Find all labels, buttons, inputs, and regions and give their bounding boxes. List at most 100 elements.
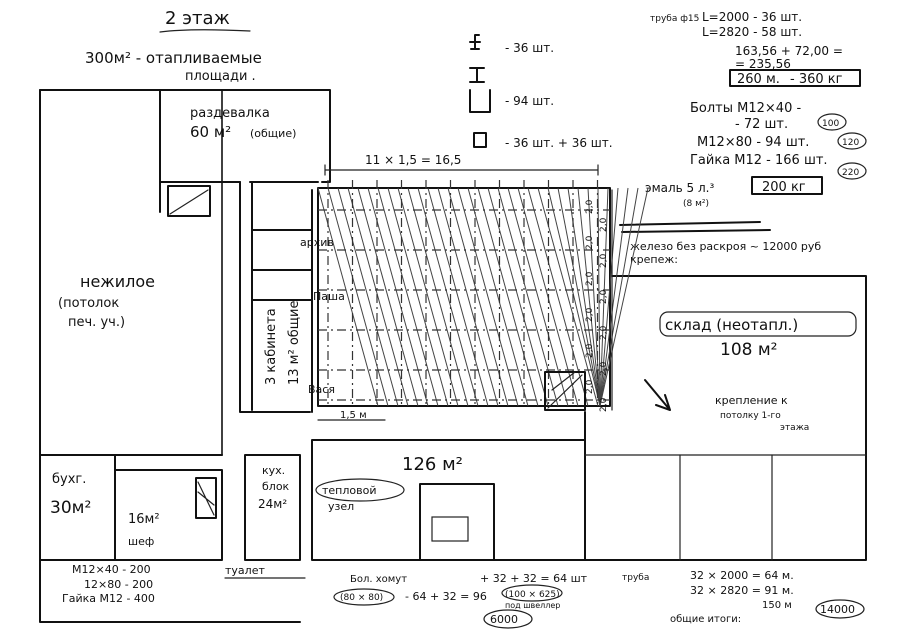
kitchen-label-2: блок [262, 480, 290, 493]
hatch-line [597, 187, 601, 407]
clamp-size-circle [333, 588, 395, 606]
tube-line-2: L=2820 - 58 шт. [702, 25, 802, 39]
grand-total-circle [815, 599, 865, 619]
top-wall [39, 89, 331, 183]
pasha-label: Паша [313, 290, 345, 303]
hatch-line [387, 187, 449, 407]
bolt-circle-1-value: 100 [822, 119, 839, 129]
top-dim-text: 11 × 1,5 = 16,5 [365, 153, 461, 167]
clamp-label: Бол. хомут [350, 574, 407, 585]
clamp-calc-2: - 64 + 32 = 96 [405, 590, 487, 603]
hatch-line [467, 187, 529, 407]
hatch-line [457, 187, 519, 407]
warehouse-area: 108 м² [720, 340, 778, 360]
tube-sum-2: = 235,56 [735, 57, 791, 71]
warehouse-columns [679, 454, 773, 561]
iron-note: железо без раскроя ~ 12000 руб крепеж: [630, 240, 821, 266]
big-room-area: 126 м² [402, 454, 463, 475]
paint-sub: (8 м²) [683, 199, 709, 209]
bottom-right-notes: труба 32 × 2000 = 64 м. 32 × 2820 = 91 м… [622, 569, 865, 625]
i-profile-icon [469, 67, 485, 83]
tube-total-length: 260 м. [737, 72, 780, 87]
right-dim-value: 2,0 [599, 253, 609, 268]
column-grid [318, 180, 610, 408]
bottom-tube-label: труба [622, 573, 649, 583]
right-dim-value: 2,0 [599, 217, 609, 232]
mount-note-1: крепление к [715, 394, 788, 407]
channel-note: под швеллер [505, 601, 560, 610]
hatch-line [477, 187, 539, 407]
top-dim-line [324, 164, 599, 176]
iron-line-2: крепеж: [630, 253, 678, 266]
warehouse-label-box [659, 311, 857, 337]
warehouse-outline [584, 275, 867, 561]
iron-line-1: железо без раскроя ~ 12000 руб [630, 240, 821, 253]
heat-node-box [419, 483, 495, 561]
grand-total-label: общие итоги: [670, 614, 741, 625]
dressing-label: раздевалка [190, 106, 270, 121]
channel-profile-icon [469, 89, 491, 113]
cabinets-label: 3 кабинета [264, 308, 279, 385]
tube-total-weight: - 360 кг [790, 72, 843, 87]
hatch-line [357, 187, 419, 407]
hatch-line [407, 187, 469, 407]
channel-size-circle [501, 584, 563, 602]
bottom-tube-2: 32 × 2820 = 91 м. [690, 584, 794, 597]
bottom-tube-1: 32 × 2000 = 64 м. [690, 569, 794, 582]
dimensions: 11 × 1,5 = 16,5 1,5 м 2,0 2,0 2,0 2,0 2,0 2,0… [317, 153, 613, 421]
profile-icons: - 36 шт. - 94 шт. - 36 шт. + 36 шт. [469, 34, 613, 150]
bottom-left-1: М12×40 - 200 [72, 563, 151, 576]
warehouse-label: склад (неотапл.) [665, 316, 798, 334]
tube-sum-1: 163,56 + 72,00 = [735, 44, 843, 58]
hatch-line [397, 187, 459, 407]
toilet-label: туалет [225, 564, 265, 577]
bolt-line-2: М12×80 - 94 шт. [697, 135, 809, 150]
nonres-note-1: (потолок [58, 296, 119, 311]
chef-room [114, 469, 223, 561]
bolt-line-1b: - 72 шт. [735, 117, 788, 132]
floor-title: 2 этаж [165, 8, 230, 29]
paint-calculation: эмаль 5 л.³ (8 м²) 200 кг [619, 176, 823, 233]
paint-box [751, 176, 823, 195]
tube-total-box [729, 69, 861, 87]
grand-total: 14000 [820, 603, 855, 616]
bolt-line-3: Гайка М12 - 166 шт. [690, 153, 828, 168]
hatch-line [377, 187, 439, 407]
profile-1-count: - 36 шт. [505, 41, 554, 55]
hatch-line [437, 187, 499, 407]
right-dim-value: 2,0 [585, 343, 595, 358]
room-labels: раздевалка 60 м² (общие) нежилое (потоло… [50, 106, 857, 579]
right-dim-value: 2,0 [585, 235, 595, 250]
dressing-area: 60 м² [190, 123, 231, 141]
hatch-line [417, 187, 479, 407]
mid-total-circle [483, 609, 533, 629]
tube-label: труба ф15 [650, 14, 699, 24]
kitchen-room [244, 454, 301, 561]
clamp-calc-1: + 32 + 32 = 64 шт [480, 572, 588, 585]
kitchen-label: кух. [262, 464, 285, 477]
bottom-dim-text: 1,5 м [340, 410, 367, 421]
right-dim-value: 2,0 [585, 379, 595, 394]
profile-3-count: - 36 шт. + 36 шт. [505, 136, 613, 150]
mount-note-2: потолку 1-го [720, 411, 781, 421]
heat-node-inner [431, 516, 469, 542]
hall-outline [317, 187, 611, 407]
dressing-note: (общие) [250, 127, 296, 140]
right-dim-value: 2,0 [585, 307, 595, 322]
hatch-line [507, 187, 569, 407]
warehouse-stair [544, 371, 586, 411]
nonres-label: нежилое [80, 272, 155, 291]
bottom-tube-total: 150 м [762, 600, 792, 611]
bottom-mid-notes: Бол. хомут (80 × 80) + 32 + 32 = 64 шт -… [333, 572, 588, 629]
buh-room [39, 454, 116, 561]
warehouse-detail [544, 371, 671, 411]
channel-size: (100 × 625) [505, 590, 560, 600]
offices-left-wall [239, 181, 311, 413]
bolt-circle-3 [837, 162, 867, 180]
hatch-line [347, 187, 409, 407]
paint-label: эмаль 5 л.³ [645, 181, 714, 195]
chef-label: шеф [128, 535, 154, 548]
heated-area-label: 300м² - отапливаемые [85, 49, 262, 67]
mount-arrow-icon [644, 379, 671, 411]
kitchen-area: 24м² [258, 497, 287, 511]
